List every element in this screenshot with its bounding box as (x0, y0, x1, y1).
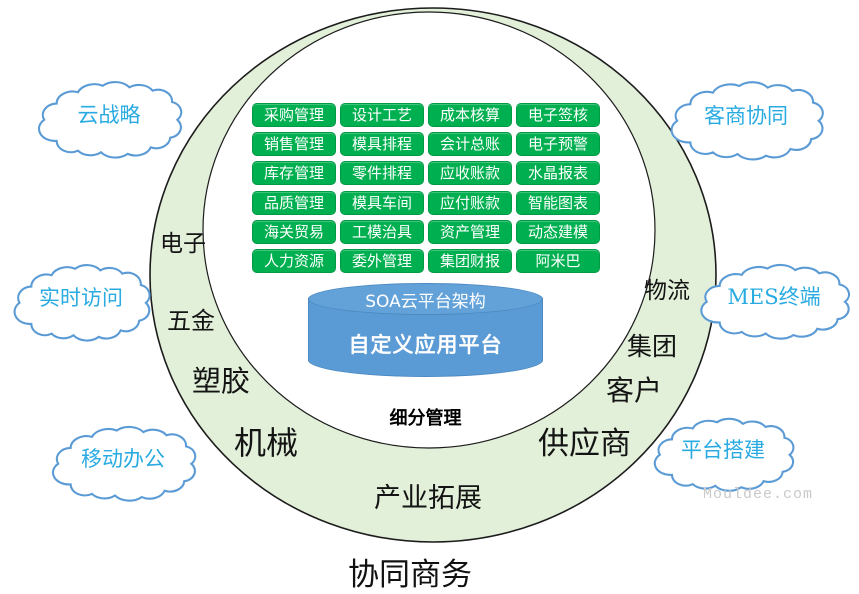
module-button: 品质管理 (252, 190, 336, 215)
module-button: 零件排程 (340, 161, 424, 186)
watermark: Mouldee.com (703, 486, 814, 503)
cloud-shape-icon (30, 76, 188, 162)
cloud-platform-build: 平台搭建 (646, 413, 800, 495)
ring-label-customer: 客户 (606, 374, 663, 407)
module-button: 应付账款 (428, 190, 512, 215)
module-button: 智能图表 (516, 190, 600, 215)
cylinder-top-ellipse (308, 283, 543, 315)
cloud-label: 平台搭建 (681, 438, 765, 462)
cloud-shape-icon (6, 259, 156, 345)
module-button: 采购管理 (252, 103, 336, 127)
cloud-mobile-office: 移动办公 (44, 421, 202, 505)
module-button: 设计工艺 (340, 103, 424, 127)
module-button: 库存管理 (252, 161, 336, 186)
cloud-customer-supplier-collab: 客商协同 (662, 76, 830, 164)
ring-label-industry-expansion: 产业拓展 (374, 483, 482, 514)
ring-label-electronics: 电子 (160, 231, 206, 257)
module-button: 工模治具 (340, 219, 424, 244)
module-button: 人力资源 (252, 248, 336, 273)
module-button: 集团财报 (428, 248, 512, 273)
cloud-label: 移动办公 (81, 447, 165, 471)
module-button: 动态建模 (516, 219, 600, 244)
ring-label-logistics: 物流 (644, 278, 690, 304)
cloud-mes-terminal: MES终端 (692, 259, 856, 343)
module-button: 水晶报表 (516, 161, 600, 186)
ring-label-plastics: 塑胶 (192, 364, 251, 398)
module-button: 电子预警 (516, 132, 600, 157)
ring-label-hardware: 五金 (167, 307, 215, 335)
cloud-realtime-access: 实时访问 (6, 259, 156, 345)
module-button: 电子签核 (516, 103, 600, 127)
cloud-label: 客商协同 (704, 104, 788, 128)
module-button: 委外管理 (340, 248, 424, 273)
cloud-strategy: 云战略 (30, 76, 188, 162)
platform-caption: 细分管理 (389, 408, 462, 429)
module-button: 应收账款 (428, 161, 512, 186)
platform-cylinder: SOA云平台架构 自定义应用平台 (308, 283, 543, 393)
cloud-label: 云战略 (77, 103, 141, 127)
module-button: 模具车间 (340, 190, 424, 215)
cloud-shape-icon (692, 259, 856, 343)
module-button: 成本核算 (428, 103, 512, 127)
cloud-shape-icon (662, 76, 830, 164)
module-button: 销售管理 (252, 132, 336, 157)
ring-label-machinery: 机械 (234, 424, 299, 462)
module-button: 会计总账 (428, 132, 512, 157)
module-grid: 采购管理 设计工艺 成本核算 电子签核 销售管理 模具排程 会计总账 电子预警 … (252, 103, 600, 273)
cloud-label: MES终端 (727, 285, 821, 309)
ring-label-supplier: 供应商 (538, 426, 631, 462)
module-button: 阿米巴 (516, 248, 600, 273)
module-button: 海关贸易 (252, 219, 336, 244)
cloud-shape-icon (44, 421, 202, 505)
module-button: 模具排程 (340, 132, 424, 157)
platform-architecture-label: SOA云平台架构 (365, 292, 486, 312)
cloud-label: 实时访问 (39, 286, 123, 310)
diagram-title: 协同商务 (348, 557, 472, 593)
cloud-shape-icon (646, 413, 800, 495)
ring-label-group: 集团 (627, 332, 678, 361)
platform-name-label: 自定义应用平台 (348, 333, 503, 357)
module-button: 资产管理 (428, 219, 512, 244)
